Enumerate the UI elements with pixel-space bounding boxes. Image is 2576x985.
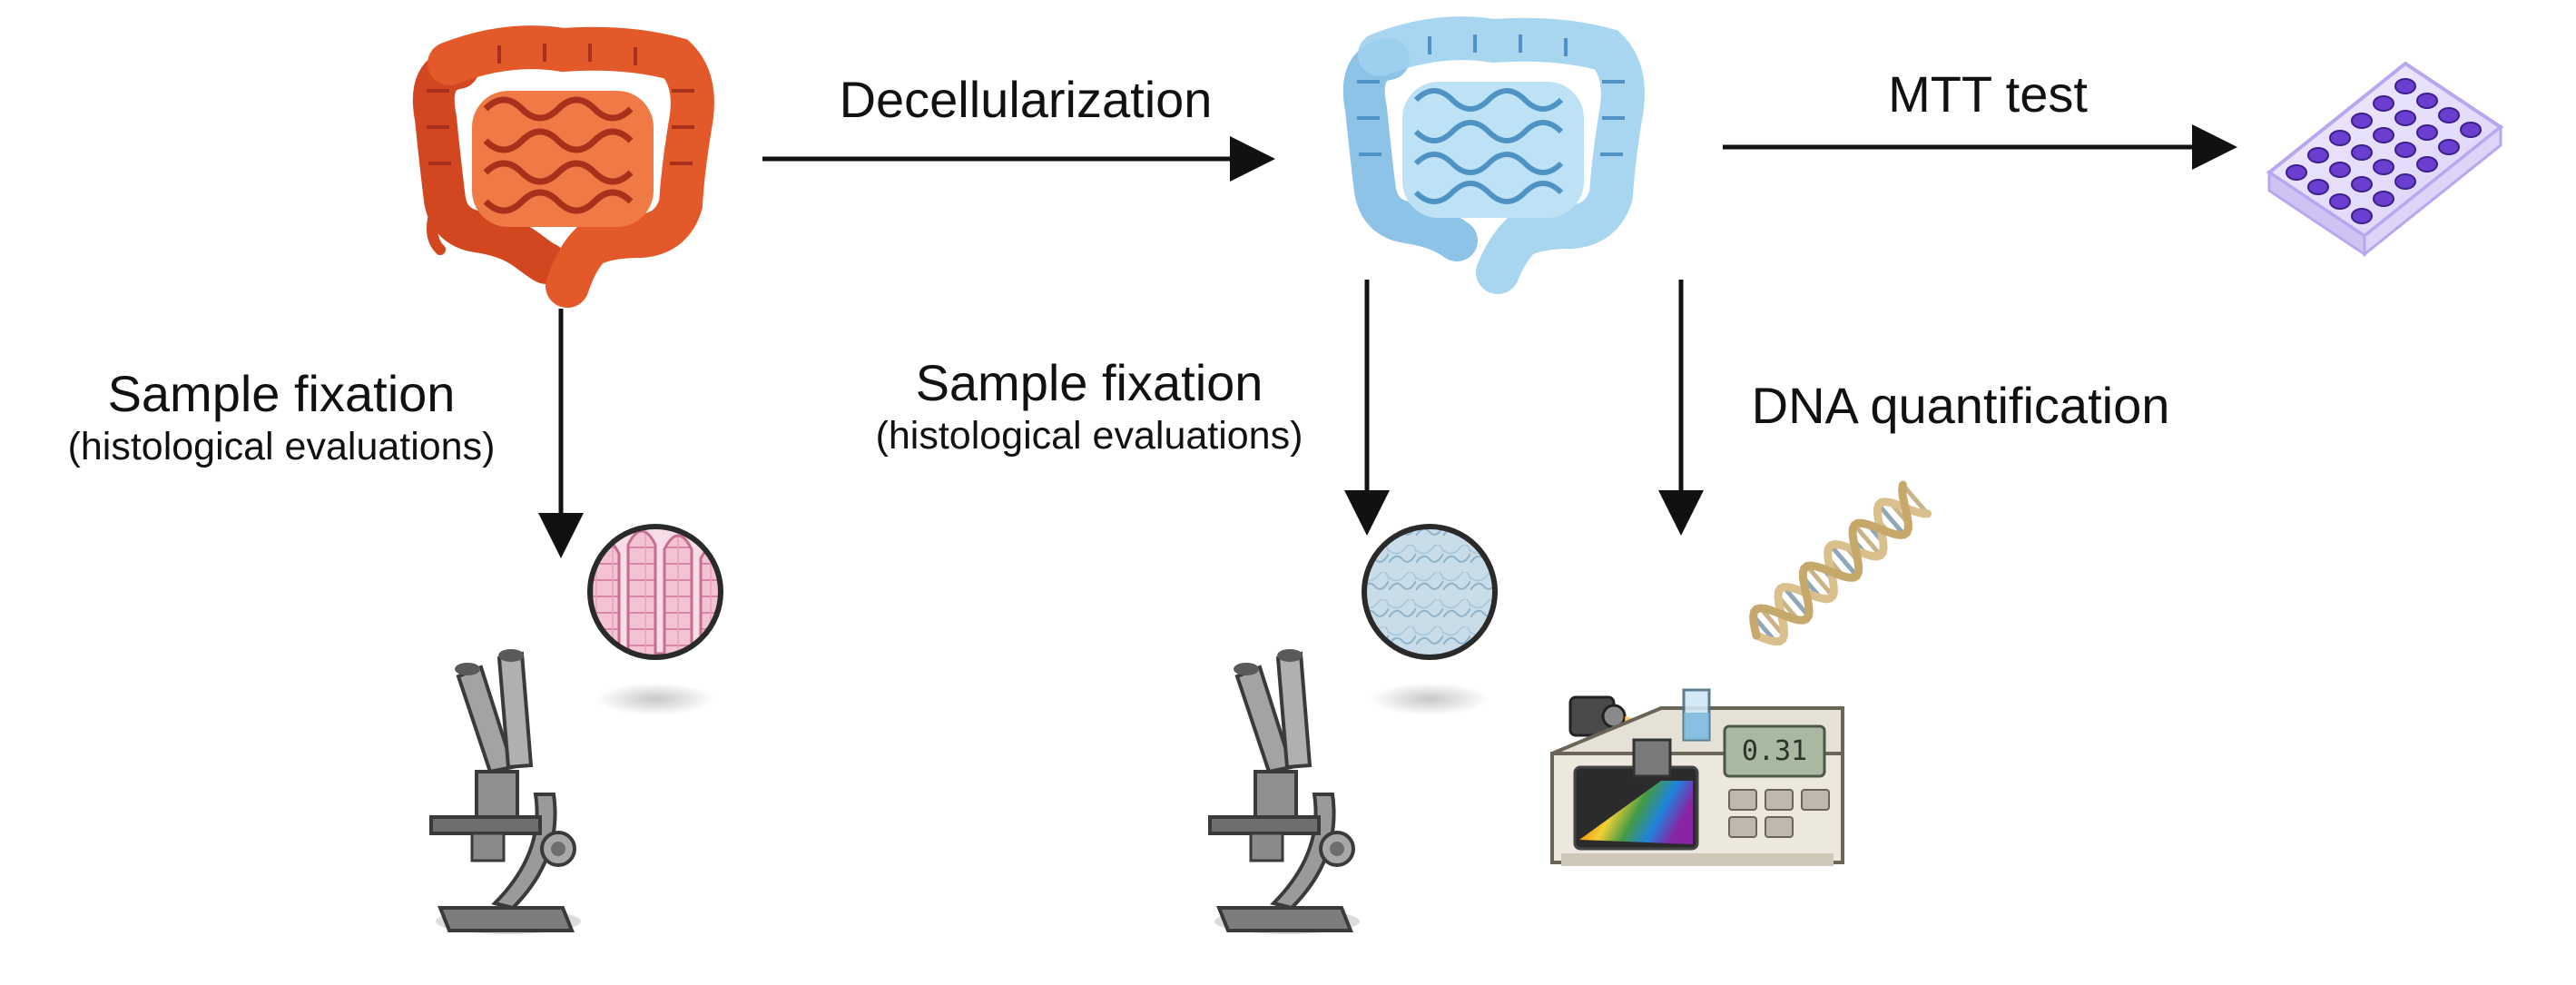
dna-base-pair: [1829, 544, 1859, 577]
decell-fixation-label: Sample fixation (histological evaluation…: [817, 354, 1362, 459]
dna-helix-icon: [1749, 480, 1932, 646]
dna-base-pair: [1901, 483, 1930, 516]
well: [2351, 208, 2373, 224]
well: [2329, 193, 2351, 210]
well: [2438, 107, 2460, 123]
well: [2286, 164, 2307, 181]
well: [2460, 122, 2482, 138]
decell-fixation-subtitle: (histological evaluations): [875, 414, 1303, 458]
well: [2351, 176, 2373, 192]
dna-strand: [1749, 480, 1912, 640]
shadow: [1371, 683, 1489, 715]
native-fixation-title: Sample fixation: [107, 365, 456, 422]
well: [2329, 162, 2351, 178]
decellularization-label: Decellularization: [839, 71, 1213, 128]
well: [2394, 78, 2416, 94]
arrows: [538, 124, 2237, 558]
dna-base-pair: [1805, 564, 1834, 598]
well: [2373, 127, 2394, 143]
wells: [2286, 78, 2482, 224]
native-intestine-icon: [412, 25, 714, 308]
decellularized-intestine-icon: [1342, 16, 1645, 294]
well: [2394, 142, 2416, 158]
well: [2394, 110, 2416, 126]
well: [2329, 130, 2351, 146]
spectrophotometer-icon: 0.31: [1550, 688, 1844, 866]
well: [2416, 93, 2438, 109]
well-plate-icon: [2266, 61, 2504, 258]
well: [2351, 113, 2373, 129]
native-fixation-label: Sample fixation (histological evaluation…: [9, 365, 554, 470]
well: [2373, 191, 2394, 207]
well: [2373, 95, 2394, 112]
well: [2351, 144, 2373, 161]
dna-quantification-label: DNA quantification: [1751, 377, 2170, 434]
microscope-icon: [429, 649, 581, 934]
decell-fixation-title: Sample fixation: [915, 354, 1263, 411]
dna-base-pair: [1876, 503, 1906, 537]
shadow: [596, 683, 714, 715]
histology-section-icon: [1362, 524, 1498, 660]
dna-base-pair: [1853, 523, 1883, 557]
well: [2307, 179, 2329, 195]
well: [2307, 147, 2329, 163]
histology-section-icon: [587, 524, 723, 660]
mtt-test-label: MTT test: [1888, 65, 2088, 123]
well: [2373, 159, 2394, 175]
well: [2416, 124, 2438, 141]
well: [2416, 156, 2438, 172]
microscope-icon: [1208, 649, 1360, 934]
dna-base-pair: [1782, 585, 1811, 618]
well: [2438, 139, 2460, 155]
native-fixation-subtitle: (histological evaluations): [67, 425, 496, 468]
spectro-display-value: 0.31: [1742, 735, 1807, 767]
well: [2394, 173, 2416, 190]
